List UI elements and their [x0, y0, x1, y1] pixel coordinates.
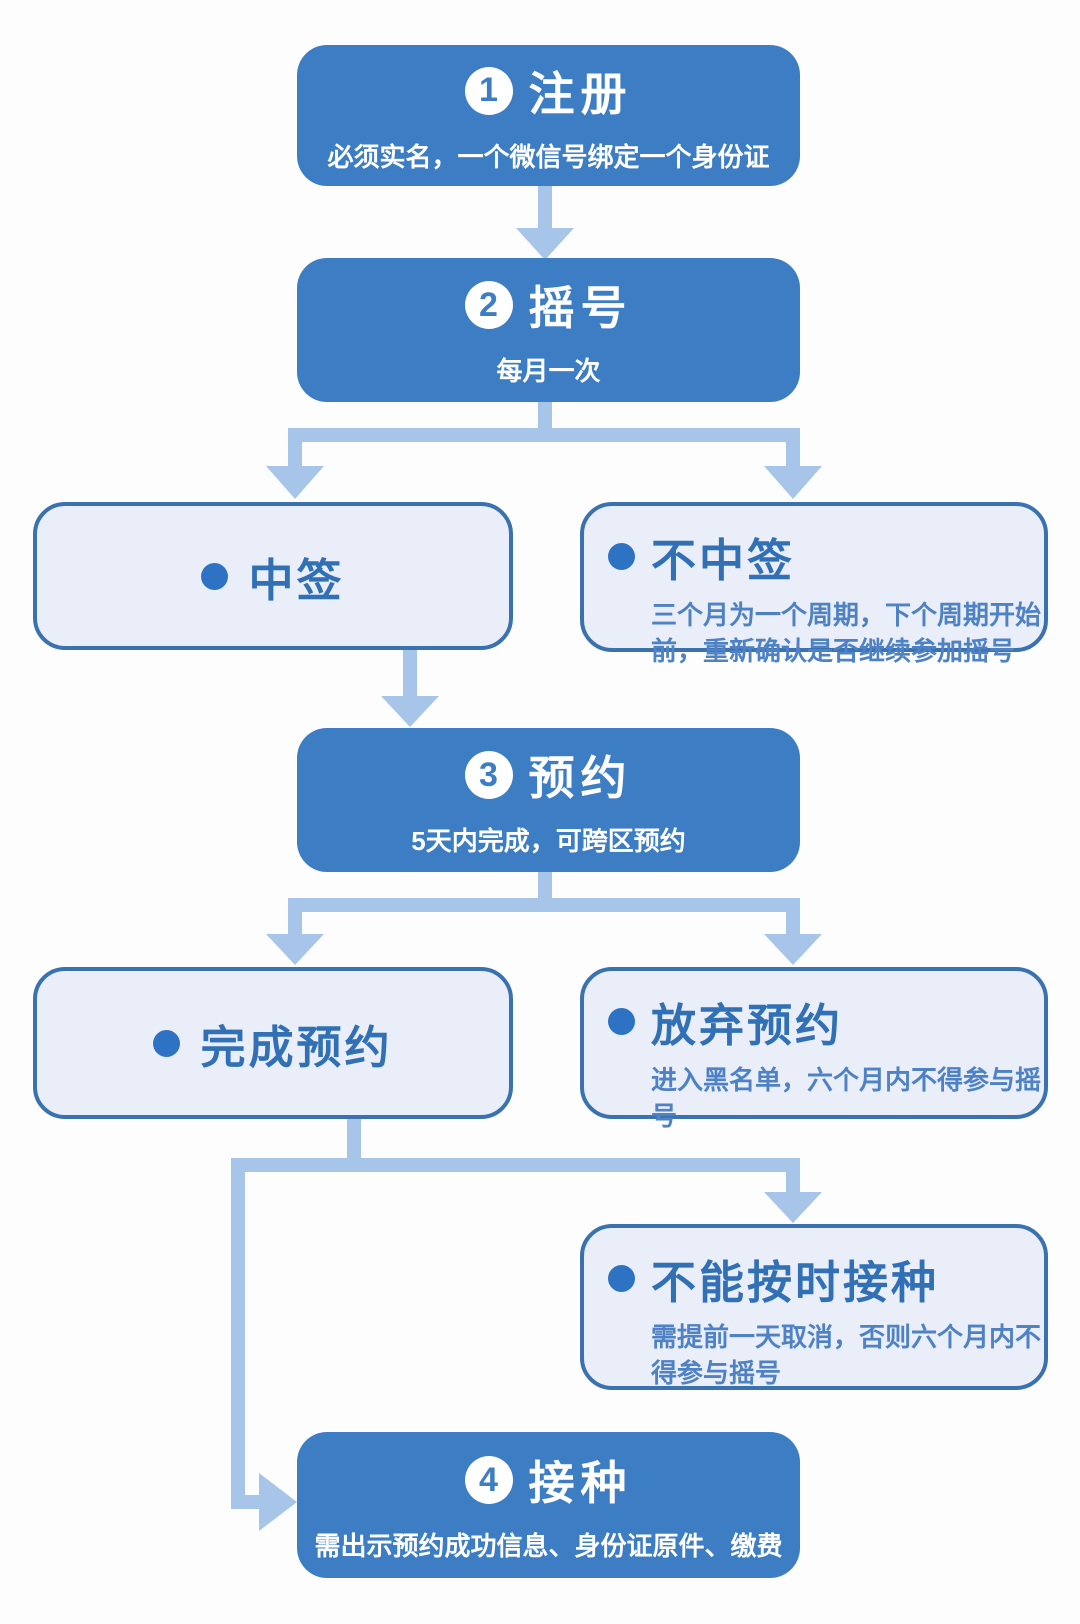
- step-appointment-subtitle: 5天内完成，可跨区预约: [411, 826, 686, 856]
- step-lottery-title-row: 2 摇号: [464, 272, 633, 338]
- step-vaccination-title-row: 4 接种: [464, 1447, 633, 1513]
- outcome-lose-label: 不中签: [651, 535, 796, 586]
- arrow-win-to-appointment: [381, 650, 439, 727]
- branch-appointment-to-outcomes: [266, 872, 822, 965]
- step-register-subtitle: 必须实名，一个微信号绑定一个身份证: [327, 141, 770, 172]
- step-register-title: 注册: [528, 67, 633, 120]
- step-box-lottery: 2 摇号 每月一次: [297, 258, 800, 402]
- outcome-complete-label: 完成预约: [200, 1021, 393, 1073]
- step-number-badge-3: 3: [464, 751, 513, 799]
- step-number-badge-1: 1: [464, 66, 513, 115]
- arrow-register-to-lottery: [516, 186, 574, 260]
- outcome-lose-detail: 三个月为一个周期，下个周期开始前，重新确认是否继续参加摇号: [651, 600, 1042, 666]
- step-lottery-title: 摇号: [528, 282, 633, 334]
- outcome-abandon-detail: 进入黑名单，六个月内不得参与摇号: [651, 1065, 1042, 1131]
- step-vaccination-title: 接种: [528, 1457, 633, 1509]
- outcome-abandon-title-row: 放弃预约: [608, 989, 1038, 1054]
- outcome-lose-title-row: 不中签: [608, 524, 1038, 589]
- step-register-title-row: 1 注册: [464, 58, 633, 124]
- step-number-badge-2: 2: [464, 281, 513, 329]
- step-vaccination-subtitle: 需出示预约成功信息、身份证原件、缴费: [314, 1531, 783, 1561]
- bullet-dot-icon: [608, 1265, 635, 1292]
- step-appointment-title: 预约: [528, 752, 633, 804]
- outcome-box-lose: 不中签 三个月为一个周期，下个周期开始前，重新确认是否继续参加摇号: [580, 502, 1048, 666]
- step-number-badge-4: 4: [464, 1456, 513, 1504]
- bullet-dot-icon: [608, 543, 635, 570]
- outcome-late-title-row: 不能按时接种: [608, 1246, 1038, 1311]
- outcome-box-cannot-vaccinate-on-time: 不能按时接种 需提前一天取消，否则六个月内不得参与摇号: [580, 1224, 1048, 1390]
- step-box-vaccination: 4 接种 需出示预约成功信息、身份证原件、缴费: [297, 1432, 800, 1578]
- outcome-win-label: 中签: [248, 554, 345, 606]
- bullet-dot-icon: [201, 562, 229, 590]
- bullet-dot-icon: [153, 1029, 181, 1057]
- bullet-dot-icon: [608, 1008, 635, 1035]
- outcome-box-complete-appointment: 完成预约: [33, 967, 513, 1119]
- outcome-late-label: 不能按时接种: [651, 1257, 940, 1308]
- step-appointment-title-row: 3 预约: [464, 742, 633, 808]
- step-box-register: 1 注册 必须实名，一个微信号绑定一个身份证: [297, 45, 800, 186]
- outcome-box-win: 中签: [33, 502, 513, 650]
- step-box-appointment: 3 预约 5天内完成，可跨区预约: [297, 728, 800, 872]
- step-lottery-subtitle: 每月一次: [496, 356, 601, 386]
- outcome-box-abandon-appointment: 放弃预约 进入黑名单，六个月内不得参与摇号: [580, 967, 1048, 1131]
- branch-lottery-to-outcomes: [266, 402, 822, 499]
- outcome-late-detail: 需提前一天取消，否则六个月内不得参与摇号: [651, 1322, 1042, 1388]
- outcome-abandon-label: 放弃预约: [651, 1000, 844, 1051]
